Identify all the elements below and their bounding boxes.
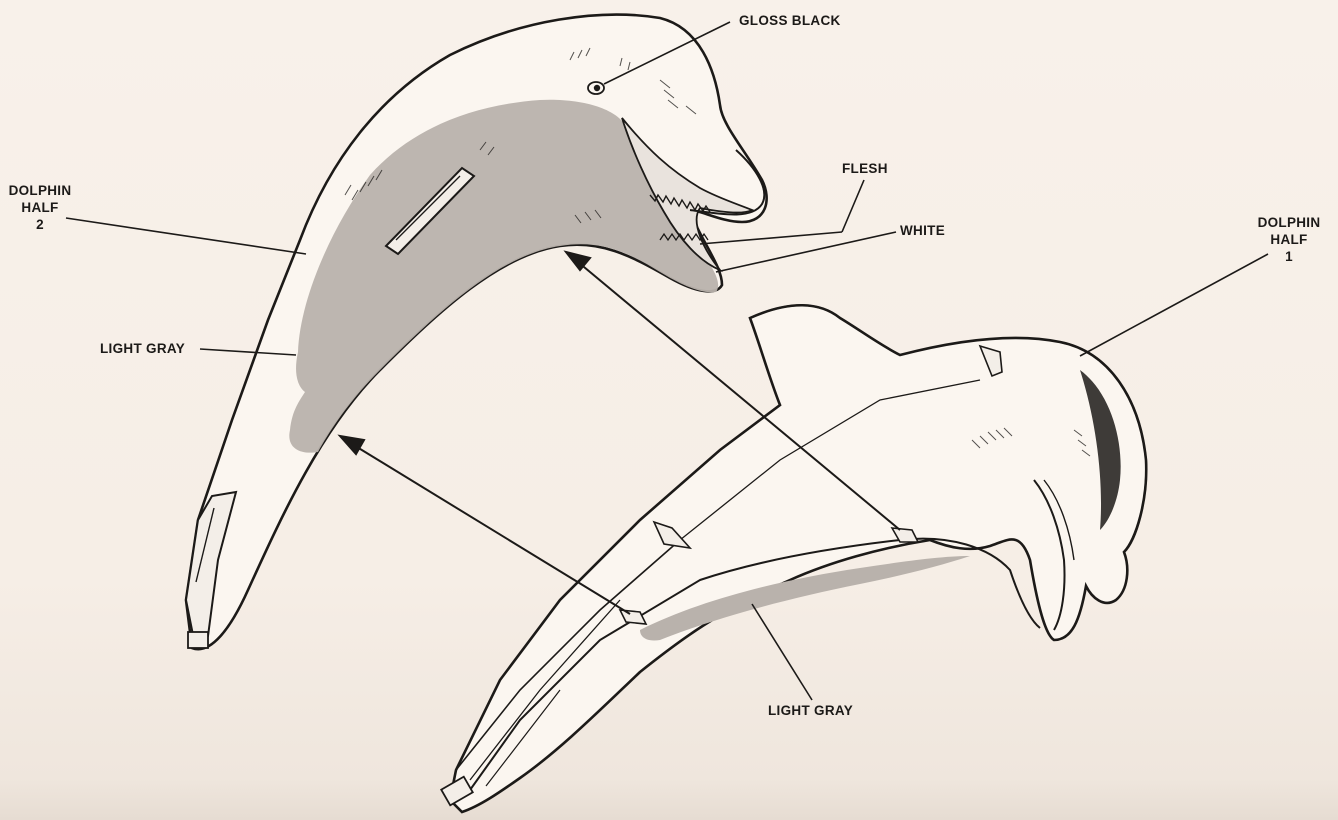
assembly-arrow-tail	[352, 444, 630, 614]
callout-dolphin-half-1: DOLPHIN HALF 1	[1254, 214, 1324, 265]
callout-white: WHITE	[900, 222, 945, 239]
callout-dolphin-half-1-line-1: DOLPHIN	[1254, 214, 1324, 231]
callout-flesh: FLESH	[842, 160, 888, 177]
callout-dolphin-half-2-line-2: HALF	[6, 199, 74, 216]
dolphin-half-1-body	[450, 305, 1146, 812]
callout-dolphin-half-2-line-1: DOLPHIN	[6, 182, 74, 199]
dolphin-half-1	[441, 305, 1146, 812]
callout-light-gray-half-2: LIGHT GRAY	[100, 340, 185, 357]
callout-dolphin-half-2: DOLPHIN HALF 2	[6, 182, 74, 233]
callout-gloss-black: GLOSS BLACK	[739, 12, 841, 29]
callout-dolphin-half-2-line-3: 2	[6, 216, 74, 233]
callout-dolphin-half-1-line-3: 1	[1254, 248, 1324, 265]
eye-half-2	[588, 82, 604, 94]
callout-light-gray-half-1: LIGHT GRAY	[768, 702, 853, 719]
callout-dolphin-half-1-line-2: HALF	[1254, 231, 1324, 248]
